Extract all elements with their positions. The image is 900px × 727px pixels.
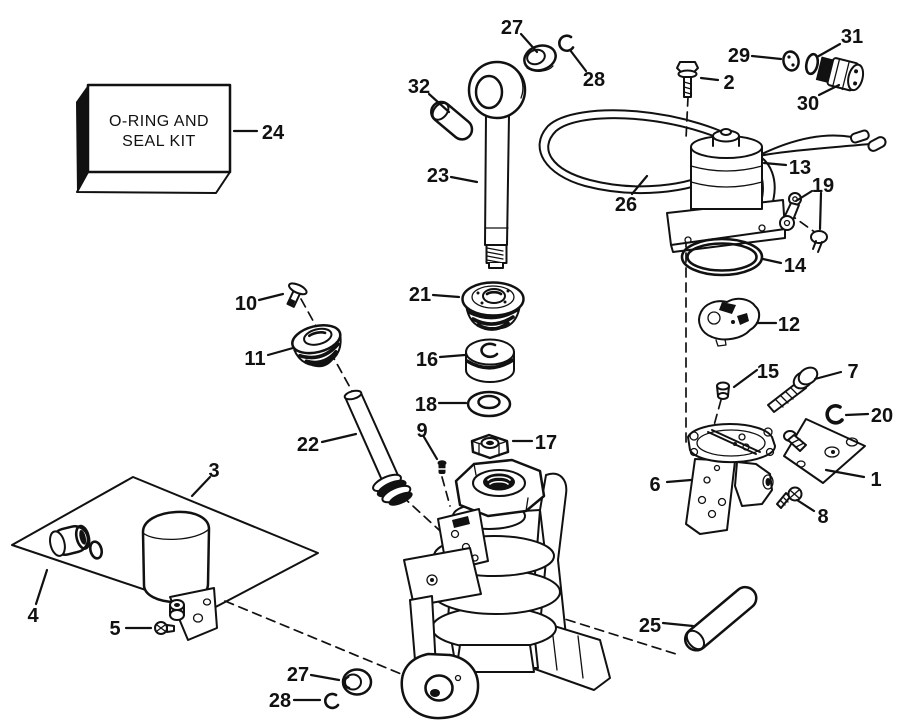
part-trim-motor <box>666 128 786 253</box>
small-o-ring-icon <box>88 540 104 560</box>
callout-1: 1 <box>870 469 881 491</box>
callout-labels: 24 27 28 32 23 2 29 31 30 13 26 19 14 12… <box>27 17 893 712</box>
part-screw-5 <box>154 621 175 635</box>
part-shaft-22 <box>343 389 413 506</box>
callout-19: 19 <box>812 175 834 197</box>
callout-24: 24 <box>262 122 285 144</box>
callout-30: 30 <box>797 93 819 115</box>
callout-12: 12 <box>778 314 800 336</box>
callout-14: 14 <box>784 255 807 277</box>
part-reservoir-cap <box>461 281 525 331</box>
callout-17: 17 <box>535 432 557 454</box>
part-manifold <box>685 423 776 535</box>
part-release-lever <box>779 192 828 253</box>
callout-32: 32 <box>408 76 430 98</box>
part-pin-9 <box>437 460 447 474</box>
part-nut-17 <box>470 433 510 460</box>
callout-23: 23 <box>427 165 449 187</box>
part-plug-15 <box>716 381 730 400</box>
callout-6: 6 <box>649 474 660 496</box>
callout-7: 7 <box>847 361 858 383</box>
kit-box-label-line1: O-RING AND <box>109 113 209 130</box>
callout-31: 31 <box>841 26 863 48</box>
part-snap-ring-28-bottom <box>324 692 340 710</box>
part-o-ring-31 <box>804 52 820 76</box>
callout-11: 11 <box>244 348 265 370</box>
part-screw-10 <box>286 282 308 308</box>
part-cylinder-body <box>400 458 611 720</box>
callout-8: 8 <box>817 506 828 528</box>
part-washer-18 <box>466 390 512 418</box>
leader-lines <box>34 32 870 702</box>
callout-2: 2 <box>723 72 734 94</box>
callout-5: 5 <box>109 618 120 640</box>
callout-15: 15 <box>757 361 779 383</box>
part-tilt-rod <box>467 60 527 269</box>
part-bolt-2 <box>676 61 699 98</box>
callout-9: 9 <box>416 420 427 442</box>
part-large-o-ring <box>680 237 764 277</box>
part-screw-8 <box>776 486 803 509</box>
callout-28-bottom: 28 <box>269 690 291 712</box>
callout-4: 4 <box>27 605 39 627</box>
callout-29: 29 <box>728 45 750 67</box>
callout-20: 20 <box>871 405 893 427</box>
part-snap-ring-28-top <box>558 34 575 53</box>
callout-3: 3 <box>208 460 219 482</box>
part-thru-pin <box>683 585 758 652</box>
part-snap-ring-20 <box>825 404 844 425</box>
part-pin-32 <box>430 100 474 141</box>
callout-16: 16 <box>416 349 438 371</box>
part-reservoir <box>141 510 218 641</box>
callout-27-bottom: 27 <box>287 664 309 686</box>
part-filter-cover <box>698 297 761 347</box>
part-valve-kit-plate <box>783 418 866 484</box>
part-bushing-27-bottom <box>341 668 373 696</box>
part-valve-30 <box>815 56 865 92</box>
part-grommet-29 <box>782 50 800 72</box>
callout-10: 10 <box>235 293 257 315</box>
callout-22: 22 <box>297 434 319 456</box>
part-seal-housing <box>291 324 342 368</box>
oring-seal-kit-box: O-RING AND SEAL KIT <box>76 83 232 194</box>
callout-13: 13 <box>789 157 811 179</box>
part-seal-and-oring <box>49 524 91 557</box>
callout-25: 25 <box>639 615 661 637</box>
callout-27-top: 27 <box>501 17 523 39</box>
part-bolt-7 <box>767 366 819 413</box>
callout-28-top: 28 <box>583 69 605 91</box>
kit-box-label-line2: SEAL KIT <box>122 133 196 150</box>
callout-18: 18 <box>415 394 437 416</box>
part-piston-spool <box>465 338 515 383</box>
callout-26: 26 <box>615 194 637 216</box>
callout-21: 21 <box>409 284 431 306</box>
part-cap-27-top <box>523 44 557 72</box>
